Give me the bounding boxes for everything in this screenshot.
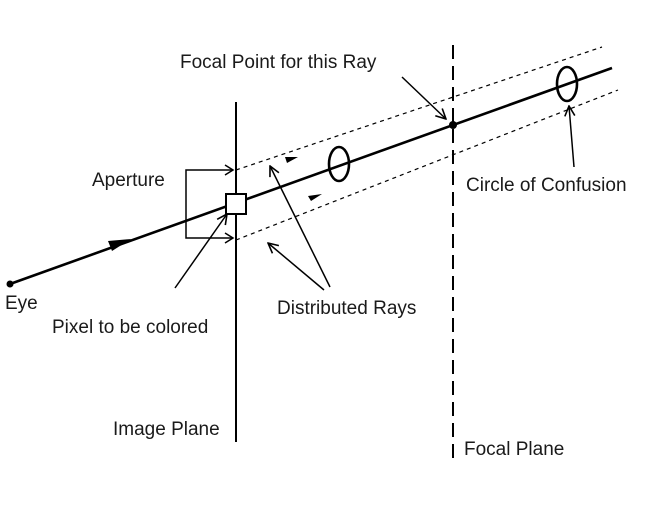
distributed-rays-pointer-arrow-lower [268,243,325,291]
distributed-rays-pointer-arrow-upper [270,166,331,288]
circle-of-confusion-label: Circle of Confusion [466,175,627,196]
focal-point-pointer-arrow [401,76,446,119]
distributed-rays-label: Distributed Rays [277,298,416,319]
aperture-bracket-top-arrowhead [224,164,235,176]
main-ray [9,66,613,286]
aperture-bracket-bottom-arrowhead [224,232,235,244]
focal-plane-label: Focal Plane [464,439,564,460]
eye-label: Eye [5,293,38,314]
eye-point [6,280,14,288]
distributed-ray-lower [235,89,619,241]
pixel-square [225,193,247,215]
ray-direction-arrowhead [108,239,131,251]
aperture-label: Aperture [92,170,165,191]
distributed-ray-upper [235,46,603,171]
aperture-bracket [185,169,232,239]
lens-ellipse [327,145,351,183]
focal-point-label: Focal Point for this Ray [180,52,377,73]
circle-of-confusion-ellipse [555,65,579,103]
distributed-ray-lower-arrowhead [308,194,322,201]
focal-point [449,121,457,129]
circle-of-confusion-pointer-arrow [569,106,574,168]
pixel-pointer-arrow [174,214,227,289]
distributed-ray-upper-arrowhead [285,157,298,163]
pixel-label: Pixel to be colored [52,317,208,338]
image-plane-label: Image Plane [113,419,220,440]
